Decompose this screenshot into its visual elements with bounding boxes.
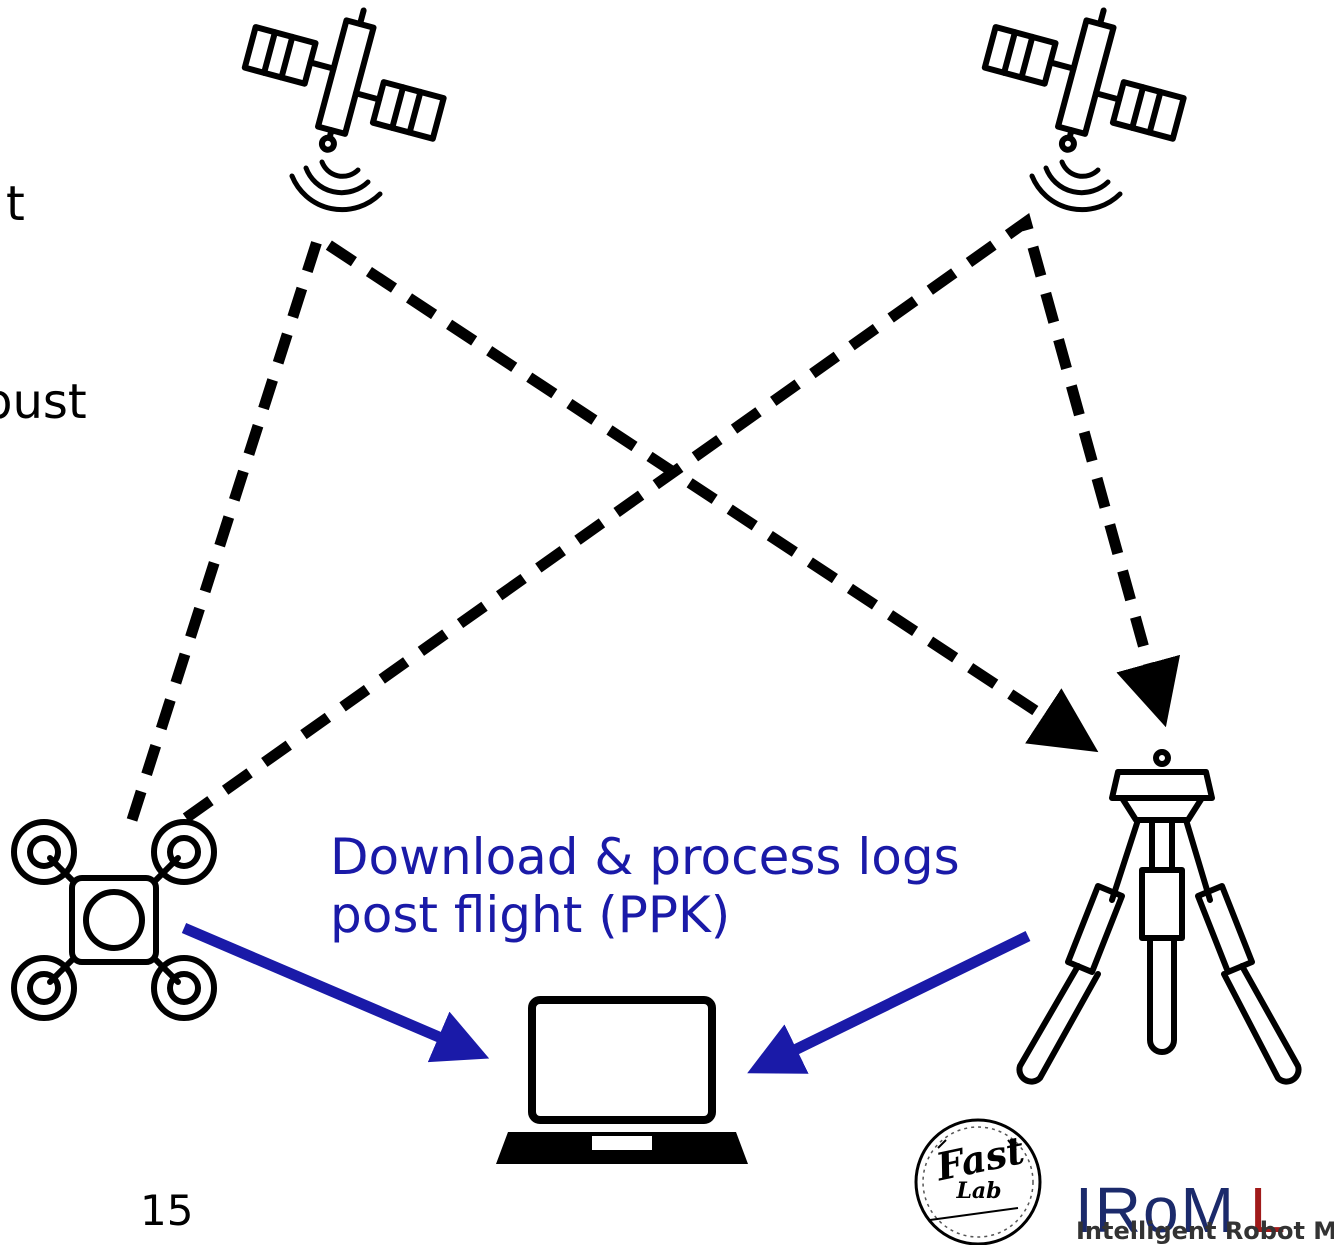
drone-icon: [11, 819, 217, 1021]
irom-lab-title: IRoM: [1075, 1174, 1236, 1246]
signal-waves-icon: [1029, 159, 1123, 213]
satellite-icon: [981, 7, 1187, 153]
text-fragment-2: bust: [0, 374, 87, 430]
tripod-base-station-icon: [1016, 749, 1302, 1085]
irom-lab-subtitle: Intelligent Robot Mot: [1076, 1217, 1334, 1245]
fast-lab-wordmark: Fast Lab: [932, 1127, 1028, 1204]
fast-lab-logo: [914, 1118, 1042, 1245]
download-arrow-drone: [181, 922, 490, 1063]
signal-path-left-satellite: [126, 229, 1099, 822]
laptop-icon: [496, 996, 748, 1164]
fast-lab-word-2: Lab: [956, 1178, 1002, 1204]
page-number: 15: [140, 1186, 194, 1235]
ppk-annotation-line-2: post flight (PPK): [330, 886, 731, 944]
fast-lab-word-1: Fast: [932, 1127, 1029, 1190]
irom-lab-title-end: L: [1249, 1174, 1288, 1246]
signal-path-right-satellite: [182, 212, 1181, 823]
ppk-annotation: Download & process logs post flight (PPK…: [330, 828, 960, 944]
ppk-annotation-line-1: Download & process logs: [330, 828, 960, 886]
text-fragment-1: t: [6, 176, 25, 232]
download-arrow-base-station: [747, 931, 1031, 1074]
satellite-icon: [241, 7, 447, 153]
signal-waves-icon: [289, 159, 383, 213]
